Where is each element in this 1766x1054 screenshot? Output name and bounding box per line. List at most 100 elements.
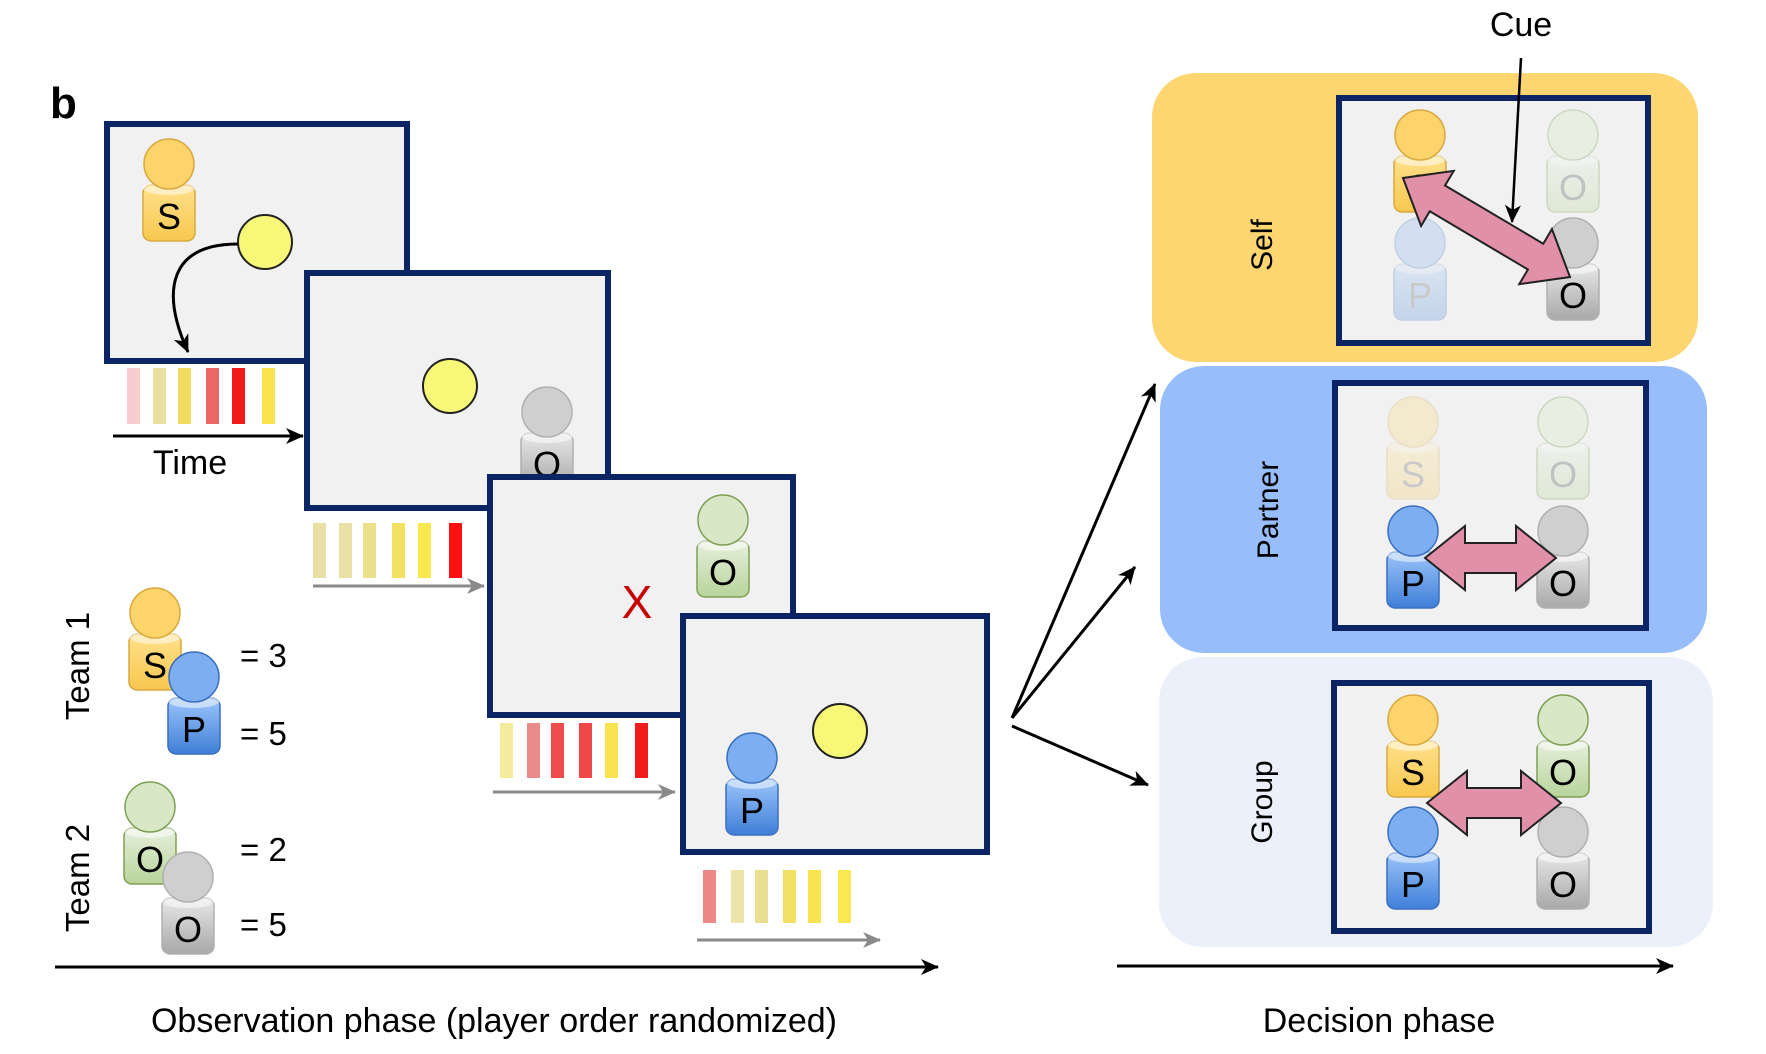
feedback-bar [363, 523, 376, 578]
team-2-label: Team 2 [59, 824, 96, 932]
feedback-bar [178, 368, 191, 424]
figure-body-top [1537, 439, 1589, 453]
figure-body-top [1394, 260, 1446, 274]
figure-letter: S [157, 196, 181, 237]
panel-label: Self [1246, 218, 1279, 270]
arrow-to-group [1011, 724, 1149, 787]
figure-letter: O [709, 552, 737, 593]
trial-frame-1: S Time [104, 121, 410, 482]
feedback-bar [418, 523, 431, 578]
figure-head [143, 138, 195, 190]
figure-head [129, 587, 181, 639]
feedback-bar [703, 870, 716, 923]
cue-pointer-arrow [1504, 57, 1523, 223]
figure-letter: O [1559, 275, 1587, 316]
feedback-bar [500, 723, 513, 778]
player-partner-icon: P [167, 651, 221, 755]
feedback-bars [500, 723, 648, 778]
observation-phase: S Time O X O P [55, 121, 990, 1040]
observation-phase-label: Observation phase (player order randomiz… [151, 1002, 837, 1040]
figure-head [1387, 694, 1439, 746]
figure-letter: S [1401, 752, 1425, 793]
feedback-bar [339, 523, 352, 578]
figure-letter: O [136, 839, 164, 880]
figure-letter: O [174, 909, 202, 950]
feedback-bar [127, 368, 140, 424]
panel-label: Partner [1252, 461, 1285, 559]
feedback-bar [313, 523, 326, 578]
figure-letter: O [1549, 563, 1577, 604]
cue-label: Cue [1490, 6, 1552, 44]
player-self-icon: S [1386, 694, 1440, 798]
faded-opponent-green-icon: O [1546, 109, 1600, 213]
figure-letter: S [1401, 454, 1425, 495]
faded-self-icon: S [1386, 396, 1440, 500]
player-green-icon: O [696, 494, 750, 598]
figure-letter: P [740, 790, 764, 831]
trial-frame-2: O [304, 270, 611, 594]
figure-head [1547, 109, 1599, 161]
figure-letter: O [1549, 454, 1577, 495]
figure-head [1537, 806, 1589, 858]
feedback-bar [449, 523, 462, 578]
trial-frame-4: P [680, 613, 990, 948]
figure-head [697, 494, 749, 546]
feedback-bar [808, 870, 821, 923]
phase-transition-arrows [1010, 383, 1157, 787]
team-1-label: Team 1 [59, 612, 96, 720]
team-2-opponent-green-icon: O [123, 781, 177, 885]
player-opponent-gray-icon: O [520, 386, 574, 490]
player-gray-icon: O [161, 851, 215, 955]
feedback-bar [579, 723, 592, 778]
player-opponent-gray-icon: O [1536, 806, 1590, 910]
player-opponent-green-icon: O [1536, 694, 1590, 798]
feedback-bar [206, 368, 219, 424]
figure-head [1387, 806, 1439, 858]
feedback-bar [838, 870, 851, 923]
figure-letter: O [1549, 864, 1577, 905]
feedback-bar [392, 523, 405, 578]
figure-letter: O [1559, 167, 1587, 208]
arrow-to-self [1010, 383, 1157, 719]
ball-icon [422, 358, 478, 414]
player-opponent-green-icon: O [696, 494, 750, 598]
player-green-icon: O [123, 781, 177, 885]
figure-head [1387, 396, 1439, 448]
figure-head [726, 732, 778, 784]
screen-frame [1332, 380, 1649, 631]
decision-panel-self: Self POSO [1152, 73, 1698, 362]
figure-body [1546, 155, 1600, 213]
ball-icon [237, 214, 293, 270]
faded-partner-icon: P [1393, 217, 1447, 321]
decision-phase-label: Decision phase [1263, 1002, 1495, 1040]
figure-letter: S [143, 645, 167, 686]
figure-head [1537, 694, 1589, 746]
figure-head [1537, 505, 1589, 557]
figure-body [1536, 442, 1590, 500]
panel-label: Group [1246, 760, 1279, 843]
team-2-opponent-gray-icon: O [161, 851, 215, 955]
feedback-bar [755, 870, 768, 923]
figure-body [1386, 442, 1440, 500]
feedback-bar [153, 368, 166, 424]
figure-head [168, 651, 220, 703]
panel-label: b [50, 79, 77, 128]
figure-head [521, 386, 573, 438]
team-1-partner-icon: P [167, 651, 221, 755]
miss-x-icon: X [622, 576, 653, 628]
team-1-partner-value: = 5 [240, 715, 287, 752]
figure-head [1387, 505, 1439, 557]
feedback-bar [731, 870, 744, 923]
feedback-bar [551, 723, 564, 778]
team-1-self-value: = 3 [240, 637, 287, 674]
player-partner-icon: P [725, 732, 779, 836]
faded-opponent-green-icon: O [1536, 396, 1590, 500]
player-partner-icon: P [1386, 806, 1440, 910]
team-2-first-value: = 2 [240, 831, 287, 868]
feedback-bar [635, 723, 648, 778]
feedback-bar [605, 723, 618, 778]
figure-head [124, 781, 176, 833]
feedback-bar [783, 870, 796, 923]
time-label: Time [153, 444, 227, 482]
